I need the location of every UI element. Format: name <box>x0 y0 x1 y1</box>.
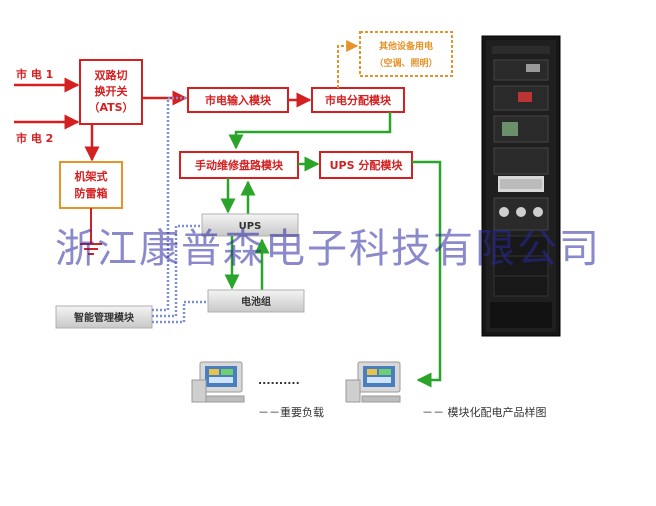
ups-label: UPS <box>239 221 262 232</box>
ups-dist-to-loads-arrow <box>412 160 442 388</box>
surge-box <box>59 161 123 209</box>
dist-to-other-arrow <box>337 40 359 88</box>
battery-label: 电池组 <box>241 295 271 308</box>
battery-box <box>207 289 305 313</box>
ground-icon <box>80 208 102 255</box>
ups-box <box>201 213 299 237</box>
mains-2-label: 市 电 2 <box>16 131 53 145</box>
legend-loads: －－重要负载 <box>258 405 324 419</box>
ats-label-line3: （ATS） <box>88 101 133 114</box>
other-equipment-line2: （空调、照明） <box>374 57 437 69</box>
other-equipment-box <box>359 31 453 77</box>
legend-product-photo: －－ 模块化配电产品样图 <box>422 405 547 419</box>
communication-lines <box>152 96 208 324</box>
mains-input-box <box>187 87 289 113</box>
ats-label-line1: 双路切 <box>95 68 128 82</box>
cabinet-image <box>481 35 561 337</box>
mains-dist-label: 市电分配模块 <box>325 93 392 107</box>
surge-label-line2: 防雷箱 <box>75 186 108 200</box>
computer-icon-left <box>191 361 245 403</box>
loads-ellipsis: .......... <box>258 374 300 387</box>
ups-dist-box <box>319 151 413 179</box>
other-equipment-line1: 其他设备用电 <box>379 40 433 52</box>
dist-to-bypass-arrow <box>228 112 392 150</box>
ats-box <box>79 59 143 125</box>
mains-1-label: 市 电 1 <box>16 67 53 81</box>
computer-icon-right <box>345 361 401 403</box>
mains-input-label: 市电输入模块 <box>205 93 272 107</box>
ats-label-line2: 换开关 <box>95 84 128 98</box>
smart-mgmt-label: 智能管理模块 <box>74 311 135 324</box>
mains-dist-box <box>311 87 405 113</box>
company-watermark: 浙江康普森电子科技有限公司 <box>55 226 601 272</box>
manual-bypass-label: 手动维修盘路模块 <box>195 158 284 172</box>
surge-label-line1: 机架式 <box>75 169 108 183</box>
manual-bypass-box <box>179 151 299 179</box>
ups-dist-label: UPS 分配模块 <box>330 158 404 172</box>
